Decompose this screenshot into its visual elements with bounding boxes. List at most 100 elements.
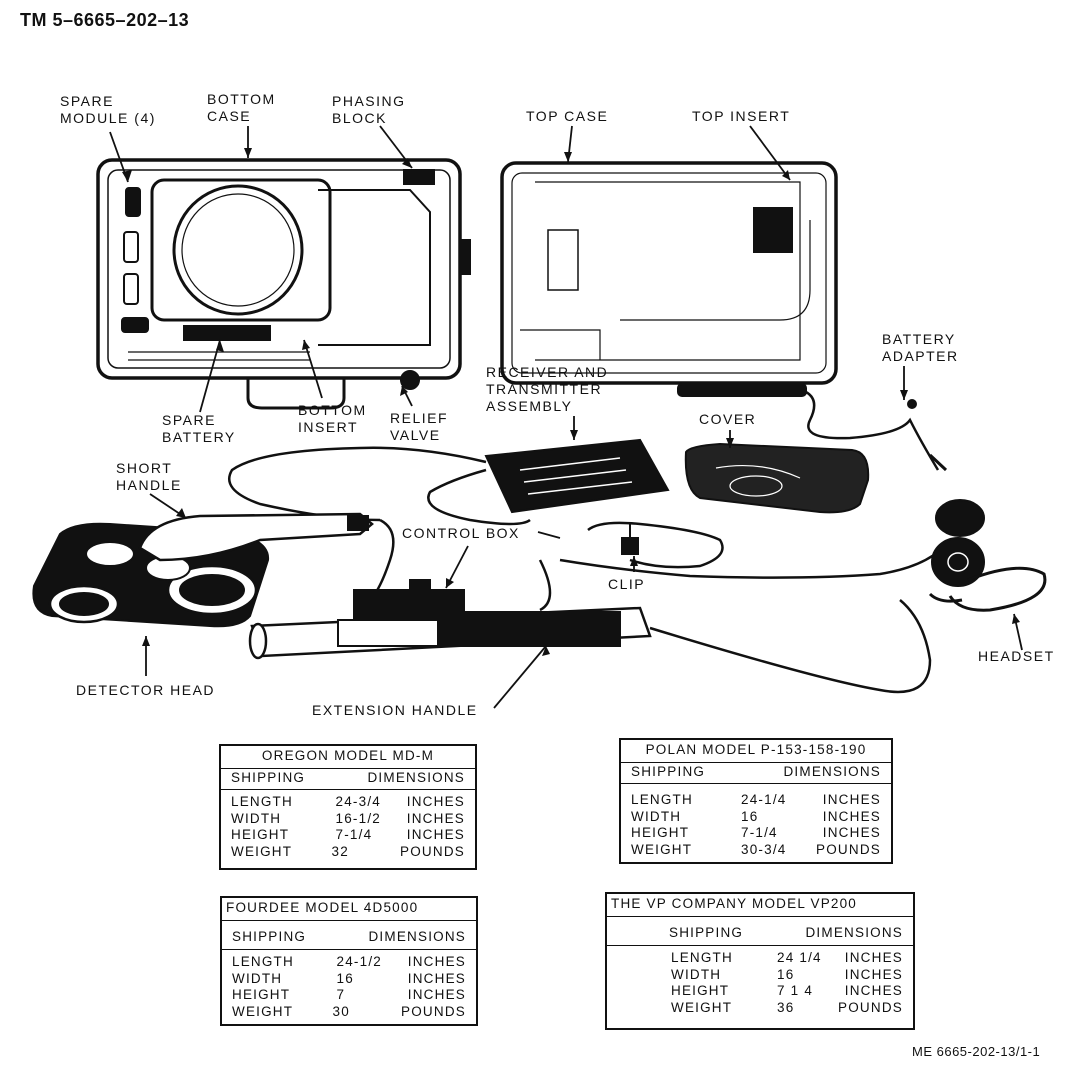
clip-drawing bbox=[621, 524, 639, 555]
label-control-box: CONTROL BOX bbox=[402, 525, 520, 541]
spec-table-oregon: OREGON MODEL MD-M SHIPPING DIMENSIONS LEN… bbox=[219, 744, 477, 870]
label-battery-adapter: BATTERY ADAPTER bbox=[882, 331, 959, 364]
spec-col-dimensions: DIMENSIONS bbox=[783, 764, 881, 779]
spec-row: WEIGHT 30 POUNDS bbox=[232, 1004, 466, 1021]
spec-row-unit: INCHES bbox=[822, 792, 881, 807]
spec-row: LENGTH 24-3/4 INCHES bbox=[231, 794, 465, 811]
spec-row-unit: INCHES bbox=[407, 970, 466, 986]
spec-row-value: 7-1/4 bbox=[335, 827, 373, 842]
spec-row-unit: INCHES bbox=[406, 827, 465, 842]
spec-title: OREGON MODEL MD-M bbox=[221, 746, 475, 769]
spec-row-name: WIDTH bbox=[671, 966, 722, 982]
spec-col-shipping: SHIPPING bbox=[232, 929, 307, 944]
spec-row-unit: INCHES bbox=[407, 987, 466, 1002]
spec-row: WIDTH 16 INCHES bbox=[671, 967, 903, 984]
receiver-transmitter-drawing bbox=[484, 438, 670, 514]
bottom-case-drawing bbox=[96, 158, 471, 410]
label-clip: CLIP bbox=[608, 576, 646, 592]
spec-row-name: WIDTH bbox=[231, 810, 282, 826]
spec-col-shipping: SHIPPING bbox=[669, 925, 744, 940]
spec-row-name: LENGTH bbox=[631, 792, 693, 807]
spec-row-value: 30-3/4 bbox=[741, 841, 787, 857]
spec-row-value: 16 bbox=[336, 970, 354, 986]
short-handle-drawing bbox=[138, 512, 374, 562]
spec-row-unit: INCHES bbox=[406, 810, 465, 826]
spec-row-unit: POUNDS bbox=[401, 1003, 466, 1019]
label-bottom-insert: BOTTOM INSERT bbox=[298, 402, 367, 435]
label-headset: HEADSET bbox=[978, 648, 1055, 664]
label-spare-battery: SPARE BATTERY bbox=[162, 412, 236, 445]
spec-row-value: 7 bbox=[336, 987, 346, 1002]
spec-row: LENGTH 24-1/4 INCHES bbox=[631, 792, 881, 809]
spec-row-unit: INCHES bbox=[844, 950, 903, 965]
spec-row: HEIGHT 7-1/4 INCHES bbox=[631, 825, 881, 842]
label-relief-valve: RELIEF VALVE bbox=[390, 410, 449, 443]
leader-lines bbox=[109, 125, 1023, 709]
label-bottom-case: BOTTOM CASE bbox=[207, 91, 276, 124]
spec-row-value: 24-3/4 bbox=[335, 794, 381, 809]
spec-row-unit: INCHES bbox=[407, 954, 466, 969]
spec-row-unit: INCHES bbox=[844, 966, 903, 982]
label-cover: COVER bbox=[699, 411, 757, 427]
spec-row-value: 7-1/4 bbox=[741, 825, 778, 840]
label-top-insert: TOP INSERT bbox=[692, 108, 791, 124]
spec-row-name: WEIGHT bbox=[671, 999, 733, 1015]
spec-row-name: WEIGHT bbox=[232, 1003, 294, 1019]
spec-row-name: WIDTH bbox=[631, 808, 682, 824]
battery-adapter-drawing bbox=[677, 383, 948, 472]
label-top-case: TOP CASE bbox=[526, 108, 609, 124]
top-case-drawing bbox=[500, 161, 838, 385]
spec-row-name: HEIGHT bbox=[631, 825, 690, 840]
cables-drawing bbox=[228, 446, 951, 694]
spec-col-shipping: SHIPPING bbox=[231, 770, 306, 785]
spec-title: THE VP COMPANY MODEL VP200 bbox=[607, 894, 913, 917]
spec-row-value: 7 1 4 bbox=[777, 983, 814, 998]
spec-row-unit: INCHES bbox=[822, 825, 881, 840]
arrowheads bbox=[122, 148, 1020, 656]
spec-title: POLAN MODEL P-153-158-190 bbox=[621, 740, 891, 763]
spec-table-polan: POLAN MODEL P-153-158-190 SHIPPING DIMENS… bbox=[619, 738, 893, 864]
spec-row-name: WEIGHT bbox=[631, 841, 693, 857]
document-number: TM 5–6665–202–13 bbox=[20, 10, 190, 30]
spec-row-value: 16-1/2 bbox=[335, 810, 381, 826]
spec-row-value: 24-1/4 bbox=[741, 792, 787, 807]
label-receiver-transmitter: RECEIVER AND TRANSMITTER ASSEMBLY bbox=[486, 364, 609, 414]
spec-title: FOURDEE MODEL 4D5000 bbox=[222, 898, 476, 921]
label-short-handle: SHORT HANDLE bbox=[116, 460, 182, 493]
label-phasing-block: PHASING BLOCK bbox=[332, 93, 406, 126]
spec-row: WIDTH 16 INCHES bbox=[232, 971, 466, 988]
label-spare-module: SPARE MODULE (4) bbox=[60, 93, 156, 126]
spec-row-name: LENGTH bbox=[231, 794, 293, 809]
extension-handle-drawing bbox=[248, 579, 652, 660]
spec-row-value: 30 bbox=[332, 1003, 350, 1019]
figure-reference: ME 6665-202-13/1-1 bbox=[912, 1044, 1041, 1059]
spec-row-unit: POUNDS bbox=[816, 841, 881, 857]
spec-row-name: WIDTH bbox=[232, 970, 283, 986]
spec-row-unit: INCHES bbox=[406, 794, 465, 809]
headset-drawing bbox=[928, 499, 1047, 612]
spec-row-name: HEIGHT bbox=[231, 827, 290, 842]
spec-row-name: WEIGHT bbox=[231, 843, 293, 859]
spec-col-dimensions: DIMENSIONS bbox=[368, 929, 466, 944]
spec-col-shipping: SHIPPING bbox=[631, 764, 706, 779]
spec-row: HEIGHT 7-1/4 INCHES bbox=[231, 827, 465, 844]
spec-row-name: HEIGHT bbox=[671, 983, 730, 998]
spec-row: WEIGHT 30-3/4 POUNDS bbox=[631, 842, 881, 859]
label-extension-handle: EXTENSION HANDLE bbox=[312, 702, 478, 718]
spec-row-value: 16 bbox=[741, 808, 759, 824]
spec-row: WEIGHT 36 POUNDS bbox=[671, 1000, 903, 1017]
spec-row: WIDTH 16-1/2 INCHES bbox=[231, 811, 465, 828]
spec-row-unit: POUNDS bbox=[838, 999, 903, 1015]
spec-row-value: 16 bbox=[777, 966, 795, 982]
spec-row-value: 36 bbox=[777, 999, 795, 1015]
spec-row-value: 24-1/2 bbox=[336, 954, 382, 969]
spec-col-dimensions: DIMENSIONS bbox=[367, 770, 465, 785]
